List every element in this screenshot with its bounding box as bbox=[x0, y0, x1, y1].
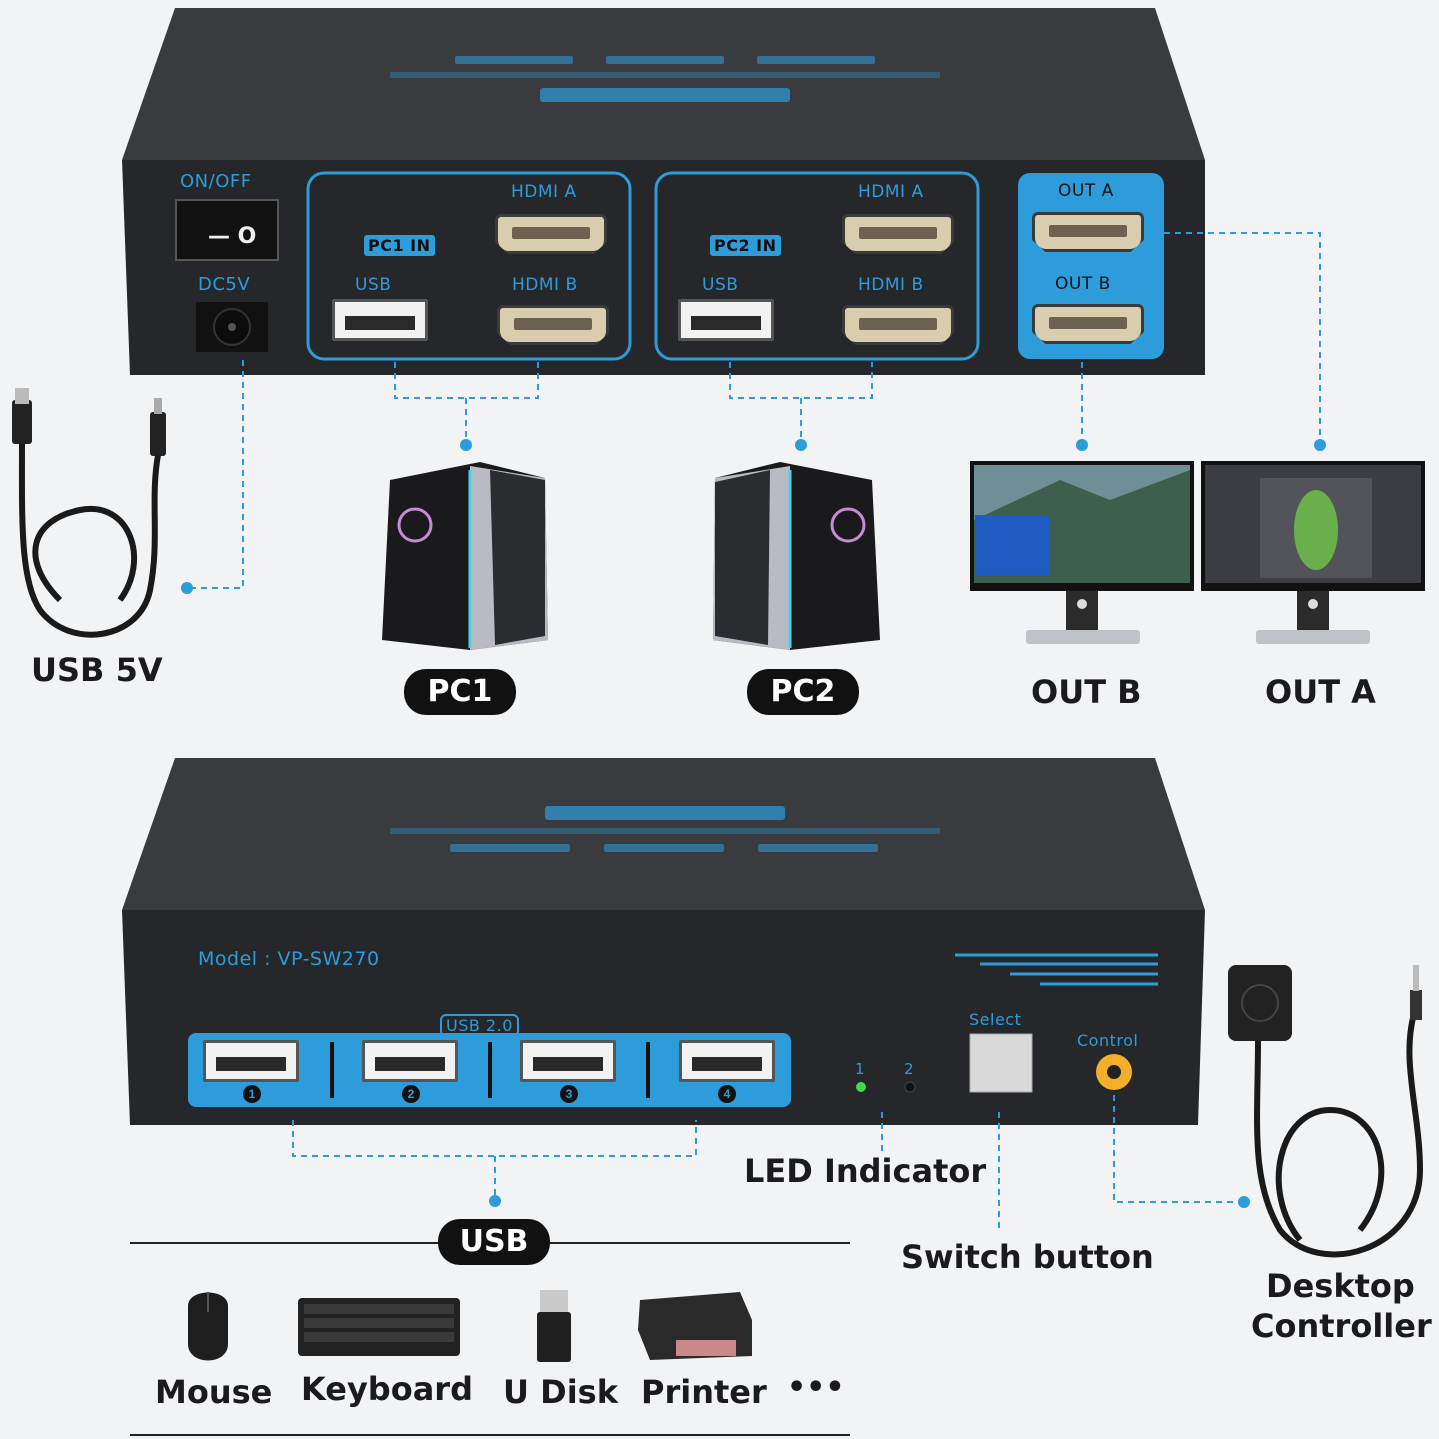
usb-2-label: USB 2.0 bbox=[440, 1014, 519, 1037]
pc2-in-label: PC2 IN bbox=[710, 235, 781, 256]
pc1-hdmi-a-label: HDMI A bbox=[511, 182, 577, 202]
keyboard-label: Keyboard bbox=[301, 1370, 473, 1408]
usb-cable-icon bbox=[10, 388, 170, 648]
desktop-controller-icon bbox=[1228, 965, 1428, 1255]
usb-port-number-4: 4 bbox=[718, 1085, 736, 1103]
pc2-label: PC2 bbox=[747, 669, 859, 715]
usb-port-1 bbox=[203, 1040, 299, 1082]
usb-category-label: USB bbox=[438, 1219, 550, 1265]
desktop-controller-label-1: Desktop bbox=[1266, 1267, 1415, 1305]
mouse-label: Mouse bbox=[155, 1373, 273, 1411]
pc1-usb-label: USB bbox=[355, 275, 392, 295]
pc2-hdmi-a-label: HDMI A bbox=[858, 182, 924, 202]
pc1-label: PC1 bbox=[404, 669, 516, 715]
switch-button-label: Switch button bbox=[901, 1238, 1154, 1276]
usb-port-number-3: 3 bbox=[560, 1085, 578, 1103]
model-label: Model : VP-SW270 bbox=[198, 948, 380, 970]
usb-port-number-2: 2 bbox=[402, 1085, 420, 1103]
usb-port-number-1: 1 bbox=[243, 1085, 261, 1103]
pc2-hdmi-b-label: HDMI B bbox=[858, 275, 924, 295]
monitor-icon bbox=[970, 461, 1194, 645]
usb-drive-icon bbox=[536, 1290, 572, 1362]
pc1-hdmi-b-port bbox=[497, 305, 609, 345]
usb-port-2 bbox=[362, 1040, 458, 1082]
pc2-hdmi-a-port bbox=[842, 214, 954, 254]
out-b-port-label: OUT B bbox=[1055, 274, 1111, 294]
out-a-port-label: OUT A bbox=[1058, 181, 1114, 201]
svg-text:— O: — O bbox=[208, 224, 256, 249]
usb-port-3 bbox=[520, 1040, 616, 1082]
printer-label: Printer bbox=[641, 1373, 767, 1411]
out-a-port bbox=[1032, 212, 1144, 252]
pc2-hdmi-b-port bbox=[842, 305, 954, 345]
monitor-icon bbox=[1201, 461, 1425, 645]
pc-tower-icon bbox=[380, 460, 550, 650]
pc1-usb-port bbox=[332, 299, 428, 341]
out-b-port bbox=[1032, 304, 1144, 344]
led-2-label: 2 bbox=[904, 1060, 915, 1078]
pc2-usb-port bbox=[678, 299, 774, 341]
control-label: Control bbox=[1077, 1031, 1139, 1050]
power-switch-label: ON/OFF bbox=[180, 171, 252, 192]
keyboard-icon bbox=[298, 1298, 460, 1356]
out-b-label: OUT B bbox=[1031, 673, 1142, 711]
dc-label: DC5V bbox=[198, 274, 251, 295]
led-indicator-label: LED Indicator bbox=[744, 1152, 987, 1190]
printer-icon bbox=[638, 1290, 754, 1362]
usb-5v-label: USB 5V bbox=[31, 651, 163, 689]
u-disk-label: U Disk bbox=[503, 1373, 618, 1411]
pc-tower-icon bbox=[712, 460, 882, 650]
mouse-icon bbox=[186, 1288, 230, 1366]
out-a-label: OUT A bbox=[1265, 673, 1376, 711]
led-1-label: 1 bbox=[855, 1060, 866, 1078]
select-label: Select bbox=[969, 1010, 1022, 1029]
more-indicator: ••• bbox=[787, 1370, 845, 1405]
desktop-controller-label-2: Controller bbox=[1251, 1307, 1432, 1345]
usb-port-4 bbox=[679, 1040, 775, 1082]
pc1-hdmi-a-port bbox=[495, 214, 607, 254]
pc1-hdmi-b-label: HDMI B bbox=[512, 275, 578, 295]
pc2-usb-label: USB bbox=[702, 275, 739, 295]
pc1-in-label: PC1 IN bbox=[364, 235, 435, 256]
